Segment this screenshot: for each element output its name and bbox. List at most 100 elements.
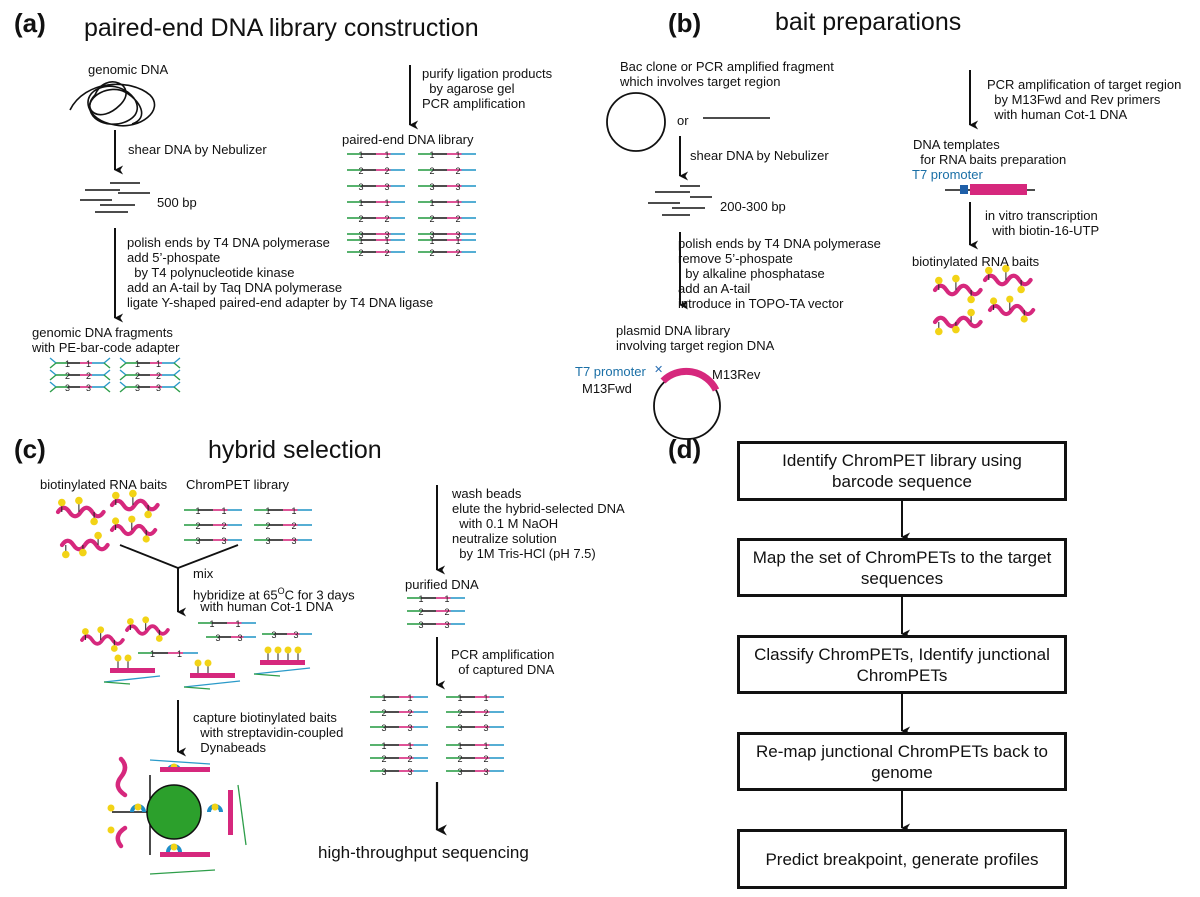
fragment-size-a: 500 bp [157, 195, 197, 210]
biotin-dot [75, 496, 83, 505]
captured-bait-bar [160, 852, 210, 857]
strand-number: 3 [385, 230, 390, 240]
biotin-dot [967, 295, 975, 304]
strand-number: 2 [222, 521, 227, 531]
strand-number: 2 [196, 521, 201, 531]
biotin-dot [142, 535, 150, 543]
strand-number: 1 [292, 506, 297, 516]
panel-c-label: (c) [14, 434, 46, 464]
biotin-dot [294, 646, 302, 654]
biotin-dot [284, 646, 292, 654]
strand-number: 3 [196, 536, 201, 546]
strand-number: 1 [222, 506, 227, 516]
strand-number: 2 [292, 521, 297, 531]
rna-baits-b [932, 264, 1036, 336]
hybridize-step: hybridize at 65OC for 3 days [193, 584, 355, 602]
strand-number: 1 [382, 741, 387, 751]
t7-promoter-label-template: T7 promoter [912, 167, 983, 182]
unbound-bait [115, 756, 128, 798]
biotin-dot [94, 531, 102, 540]
biotin-dot [274, 646, 282, 654]
biotin-dot [110, 645, 118, 652]
biotin-dot [967, 308, 975, 317]
strand-number: 1 [382, 693, 387, 703]
templates-label-b: DNA templates for RNA baits preparation [913, 137, 1067, 167]
adapter-arm [119, 369, 127, 376]
biotin-dot [194, 659, 202, 667]
strand-number: 1 [210, 619, 215, 629]
biotin-dot [1020, 315, 1028, 323]
biotin-dot [126, 618, 134, 625]
strand-number: 3 [458, 723, 463, 733]
strand-number: 2 [408, 754, 413, 764]
adapter-arm [119, 381, 127, 388]
workflow-step-5: Predict breakpoint, generate profiles [737, 829, 1067, 889]
strand-number: 2 [484, 754, 489, 764]
strand-number: 2 [408, 708, 413, 718]
library-label-a: paired-end DNA library [342, 132, 474, 147]
biotin-dot [952, 325, 960, 334]
adapter-arm [119, 386, 127, 393]
rna-bait-strand [932, 283, 983, 297]
mix-label: mix [193, 566, 214, 581]
strand-number: 3 [456, 230, 461, 240]
sequencing-label: high-throughput sequencing [318, 843, 529, 862]
genomic-dna-tangle [69, 81, 156, 127]
strand-number: 1 [484, 741, 489, 751]
sheared-fragments [80, 182, 150, 213]
hybrid-bait-bar [190, 673, 235, 678]
biotin-dot [112, 491, 120, 500]
adapter-arm [119, 374, 127, 381]
rna-baits-c [55, 489, 160, 559]
biotin-dot [204, 659, 212, 667]
captured-bait-bar [228, 790, 233, 835]
adapter-arm [49, 369, 57, 376]
strand-number: 1 [445, 594, 450, 604]
library-label-c: ChromPET library [186, 477, 290, 492]
or-label-b: or [677, 113, 689, 128]
bac-clone-circle [606, 92, 666, 152]
adapter-arm [103, 386, 111, 393]
strand-number: 3 [484, 723, 489, 733]
strand-number: 3 [272, 630, 277, 640]
adapter-arm [173, 386, 181, 393]
biotin-dot [144, 510, 152, 519]
rna-bait-strand [987, 303, 1036, 317]
adapter-arm [173, 357, 181, 364]
strand-number: 3 [86, 383, 91, 393]
adapter-arm [103, 381, 111, 388]
biotin-dot [211, 803, 219, 811]
adapter-arm [49, 386, 57, 393]
strand-number: 3 [266, 536, 271, 546]
panel-b-label: (b) [668, 8, 702, 38]
captured-dna [149, 869, 216, 875]
strand-number: 2 [385, 248, 390, 258]
strand-number: 3 [408, 767, 413, 777]
biotin-dot [134, 803, 142, 811]
panel-a-title: paired-end DNA library construction [84, 14, 479, 42]
rna-bait-strand [982, 273, 1033, 287]
biotin-dot [1002, 264, 1010, 273]
strand-number: 1 [458, 693, 463, 703]
rna-bait-strand [55, 505, 106, 519]
plasmid-insert [660, 367, 720, 392]
strand-number: 1 [359, 150, 364, 160]
strand-number: 3 [430, 230, 435, 240]
hybrid-bait-bar [110, 668, 155, 673]
adapter-arm [103, 374, 111, 381]
target-region-box [970, 184, 1027, 195]
capture-steps: capture biotinylated baits with streptav… [193, 710, 344, 755]
strand-number: 3 [135, 383, 140, 393]
adapter-arm [173, 374, 181, 381]
biotin-dot [107, 826, 115, 834]
t7-promoter-box [960, 185, 968, 194]
biotin-dot [62, 550, 70, 559]
rna-bait-strand [125, 624, 170, 636]
strand-number: 2 [359, 214, 364, 224]
hybrid-dna [183, 686, 211, 690]
captured-dna [149, 759, 211, 765]
adapter-arm [103, 357, 111, 364]
strand-number: 2 [484, 708, 489, 718]
